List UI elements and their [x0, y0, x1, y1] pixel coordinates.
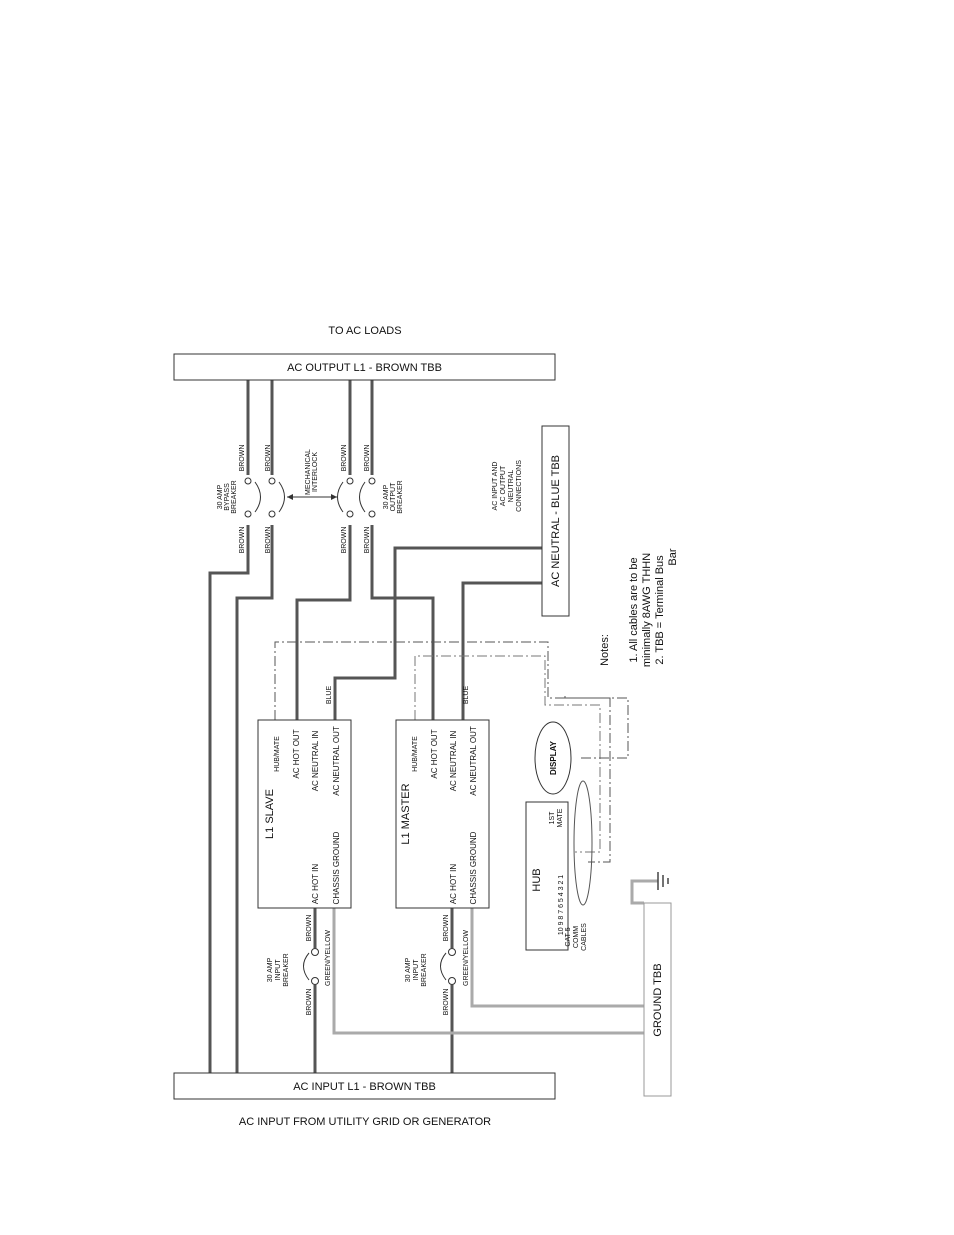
- display-label: DISPLAY: [549, 740, 558, 775]
- neutral-note-line-3: NEUTRAL: [508, 470, 515, 503]
- neutral-note-line-4: CONNECTIONS: [516, 460, 523, 512]
- slave-input-breaker-line-1: 30 AMP: [267, 957, 274, 982]
- slave-ground-wire: [332, 908, 644, 1035]
- slave-title: L1 SLAVE: [264, 789, 276, 839]
- bypass-breaker: 30 AMP BYPASS BREAKER: [217, 475, 285, 525]
- ac-neutral-tbb-label: AC NEUTRAL - BLUE TBB: [550, 455, 562, 587]
- blue-label-master: BLUE: [463, 686, 470, 705]
- slave-input-breaker: 30 AMP INPUT BREAKER BROWN BROWN GREEN/Y…: [267, 915, 332, 1016]
- l1-master-inverter: L1 MASTER HUB/MATE AC HOT OUT AC NEUTRAL…: [395, 719, 490, 909]
- neutral-note: AC INPUT AND AC OUTPUT NEUTRAL CONNECTIO…: [492, 460, 523, 512]
- slave-neutral-wire: [333, 546, 542, 720]
- hub-mate-line-1: 1ST: [549, 811, 556, 825]
- l1-slave-inverter: L1 SLAVE HUB/MATE AC HOT OUT AC NEUTRAL …: [257, 719, 352, 909]
- hub-ports: 10 9 8 7 6 5 4 3 2 1: [558, 875, 565, 935]
- master-hub-mate-terminal: HUB/MATE: [412, 736, 419, 772]
- ground-tbb-label: GROUND TBB: [652, 963, 664, 1036]
- hub-unit: HUB 10 9 8 7 6 5 4 3 2 1 1ST MATE CAT 5 …: [525, 801, 588, 951]
- slave-ac-hot-in-terminal: AC HOT IN: [311, 864, 320, 905]
- master-input-breaker-line-2: INPUT: [413, 959, 420, 981]
- output-breaker-line-2: OUTPUT: [390, 482, 397, 512]
- hub-cable-line-1: CAT 5: [565, 927, 572, 946]
- ac-input-tbb: AC INPUT L1 - BROWN TBB: [173, 1072, 556, 1100]
- slave-input-breaker-line-3: BREAKER: [283, 953, 290, 986]
- hub-mate-line-2: MATE: [557, 808, 564, 827]
- ac-input-tbb-label: AC INPUT L1 - BROWN TBB: [293, 1081, 436, 1093]
- slave-hub-mate-terminal: HUB/MATE: [274, 736, 281, 772]
- slave-input-breaker-line-2: INPUT: [275, 959, 282, 981]
- hub-title: HUB: [531, 868, 543, 891]
- master-hot-out-wire: [370, 380, 435, 720]
- notes-line-1: 1. All cables are to be: [628, 557, 640, 662]
- slave-hub-cable: [274, 641, 611, 863]
- bypass-breaker-line-3: BREAKER: [231, 480, 238, 513]
- notes-title: Notes:: [599, 634, 611, 666]
- bypass-breaker-line-2: BYPASS: [224, 483, 231, 511]
- brown-label: BROWN: [239, 445, 246, 472]
- earth-ground-wire: [630, 879, 658, 905]
- master-chassis-ground-terminal: CHASSIS GROUND: [469, 831, 478, 904]
- brown-label: BROWN: [265, 445, 272, 472]
- brown-label: BROWN: [306, 989, 313, 1016]
- blue-label-slave: BLUE: [326, 686, 333, 705]
- ac-output-tbb: AC OUTPUT L1 - BROWN TBB: [173, 353, 556, 381]
- comm-cables: [274, 641, 629, 906]
- master-ac-neutral-in-terminal: AC NEUTRAL IN: [449, 730, 458, 791]
- display-unit: DISPLAY: [534, 721, 572, 795]
- slave-ac-neutral-out-terminal: AC NEUTRAL OUT: [332, 726, 341, 796]
- brown-wire-labels-top: BROWN BROWN BROWN BROWN BROWN BROWN BROW…: [239, 445, 371, 554]
- output-breaker-line-1: 30 AMP: [383, 484, 390, 509]
- brown-label: BROWN: [364, 527, 371, 554]
- brown-label: BROWN: [341, 445, 348, 472]
- neutral-note-line-2: AC OUTPUT: [500, 465, 507, 506]
- ground-wires: [332, 879, 658, 1035]
- earth-ground-icon: [657, 872, 669, 890]
- to-ac-loads-label: TO AC LOADS: [328, 325, 401, 337]
- slave-ac-hot-out-terminal: AC HOT OUT: [292, 729, 301, 778]
- master-neutral-wire: [461, 581, 542, 720]
- hub-cable-line-3: CABLES: [581, 923, 588, 951]
- brown-label: BROWN: [239, 527, 246, 554]
- ac-input-source-label: AC INPUT FROM UTILITY GRID OR GENERATOR: [239, 1116, 491, 1128]
- brown-label: BROWN: [265, 527, 272, 554]
- brown-label: BROWN: [443, 915, 450, 942]
- mechanical-interlock: MECHANICAL INTERLOCK: [287, 449, 337, 500]
- master-ac-neutral-out-terminal: AC NEUTRAL OUT: [469, 726, 478, 796]
- interlock-line-2: INTERLOCK: [312, 452, 319, 492]
- output-breaker-line-3: BREAKER: [397, 480, 404, 513]
- notes: Notes: 1. All cables are to be minimally…: [599, 548, 679, 667]
- brown-label: BROWN: [364, 445, 371, 472]
- neutral-note-line-1: AC INPUT AND: [492, 462, 499, 511]
- interlock-line-1: MECHANICAL: [305, 449, 312, 495]
- notes-line-4: Bar: [667, 548, 679, 565]
- master-input-breaker-line-1: 30 AMP: [405, 957, 412, 982]
- output-breaker: 30 AMP OUTPUT BREAKER: [337, 475, 404, 525]
- brown-label: BROWN: [341, 527, 348, 554]
- master-input-breaker: 30 AMP INPUT BREAKER BROWN BROWN GREEN/Y…: [405, 915, 470, 1016]
- ground-tbb: GROUND TBB: [643, 902, 672, 1097]
- brown-label: BROWN: [306, 915, 313, 942]
- notes-line-2: minimally 8AWG THHN: [641, 553, 653, 667]
- display-cable: [564, 695, 629, 759]
- master-ground-wire: [470, 908, 644, 1008]
- notes-line-3: 2. TBB = Terminal Bus: [654, 555, 666, 665]
- slave-ac-neutral-in-terminal: AC NEUTRAL IN: [311, 730, 320, 791]
- master-title: L1 MASTER: [400, 783, 412, 844]
- master-ac-hot-out-terminal: AC HOT OUT: [430, 729, 439, 778]
- master-input-breaker-line-3: BREAKER: [421, 953, 428, 986]
- hub-cable-line-2: COMM: [573, 926, 580, 948]
- greenyellow-label: GREEN/YELLOW: [463, 930, 470, 986]
- cable-bundle: [573, 780, 593, 906]
- master-ac-hot-in-terminal: AC HOT IN: [449, 864, 458, 905]
- master-hub-cable: [414, 655, 601, 853]
- slave-chassis-ground-terminal: CHASSIS GROUND: [332, 831, 341, 904]
- ac-output-tbb-label: AC OUTPUT L1 - BROWN TBB: [287, 362, 442, 374]
- bypass-breaker-line-1: 30 AMP: [217, 484, 224, 509]
- ac-neutral-tbb: AC NEUTRAL - BLUE TBB: [541, 425, 570, 617]
- brown-label: BROWN: [443, 989, 450, 1016]
- greenyellow-label: GREEN/YELLOW: [325, 930, 332, 986]
